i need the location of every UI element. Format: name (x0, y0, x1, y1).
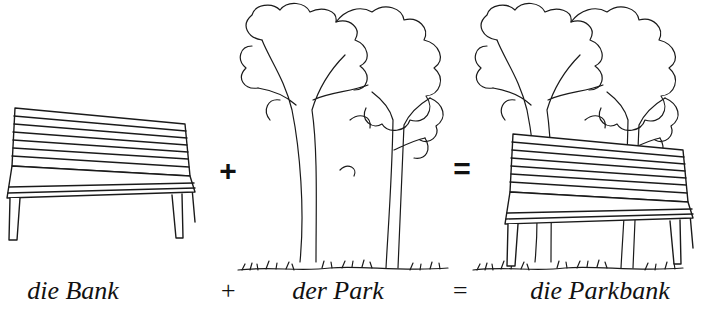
word-label: die Parkbank (530, 277, 669, 306)
plus-symbol: + (219, 154, 237, 187)
bench-drawing (505, 134, 693, 266)
park-drawing (238, 3, 448, 270)
operator-label: + (219, 277, 237, 306)
operator-label: = (451, 277, 469, 306)
word-label: die Bank (27, 277, 119, 306)
park-drawing (473, 3, 683, 270)
word-label: der Park (292, 277, 384, 306)
bench-drawing (7, 108, 195, 240)
equals-symbol: = (453, 152, 471, 185)
